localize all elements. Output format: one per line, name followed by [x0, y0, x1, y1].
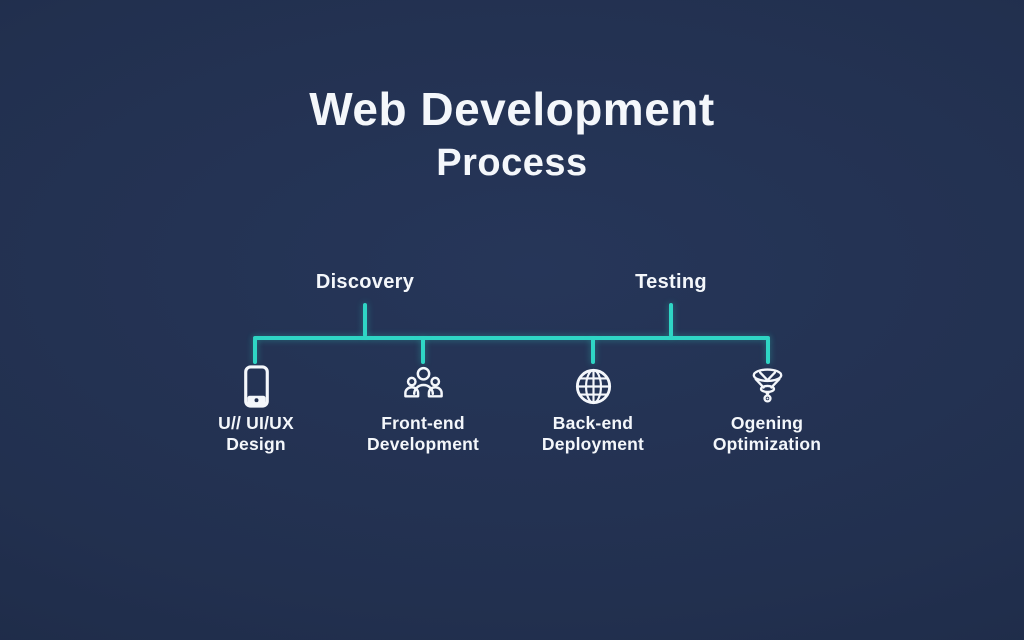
stage-uiux-design: U// UI/UX Design	[166, 363, 346, 455]
stage-label: Ogening Optimization	[713, 413, 821, 455]
timeline-tick-testing	[669, 303, 673, 337]
funnel-icon	[744, 363, 791, 410]
stage-backend-deployment: Back-end Deployment	[503, 363, 683, 455]
timeline-tick-stage-3	[591, 338, 595, 364]
timeline-tick-stage-1	[253, 338, 257, 364]
team-icon	[400, 363, 447, 410]
stage-label-line-2: Design	[226, 434, 286, 454]
stage-frontend-development: Front-end Development	[333, 363, 513, 455]
stage-label-line-1: U// UI/UX	[218, 413, 294, 433]
page-title: Web Development Process	[0, 84, 1024, 184]
title-line-1: Web Development	[309, 83, 715, 135]
timeline-tick-stage-2	[421, 338, 425, 364]
smartphone-icon	[233, 363, 280, 410]
title-line-2: Process	[436, 141, 588, 184]
stage-label: U// UI/UX Design	[218, 413, 294, 455]
timeline-tick-stage-4	[766, 338, 770, 364]
stage-label-line-2: Development	[366, 434, 480, 454]
stage-label: Front-end Development	[367, 413, 479, 455]
stage-label-line-1: Ogening	[730, 413, 804, 433]
stage-label-line-2: Deployment	[541, 434, 645, 454]
stage-label-line-1: Back-end	[552, 413, 634, 433]
phase-label-discovery: Discovery	[315, 271, 415, 293]
stage-label-line-2: Optimization	[712, 434, 822, 454]
timeline-line	[253, 336, 770, 340]
globe-icon	[570, 363, 617, 410]
stage-label: Back-end Deployment	[542, 413, 644, 455]
stage-label-line-1: Front-end	[381, 413, 465, 433]
stage-ongoing-optimization: Ogening Optimization	[677, 363, 857, 455]
phase-label-testing: Testing	[635, 271, 707, 293]
timeline-tick-discovery	[363, 303, 367, 337]
